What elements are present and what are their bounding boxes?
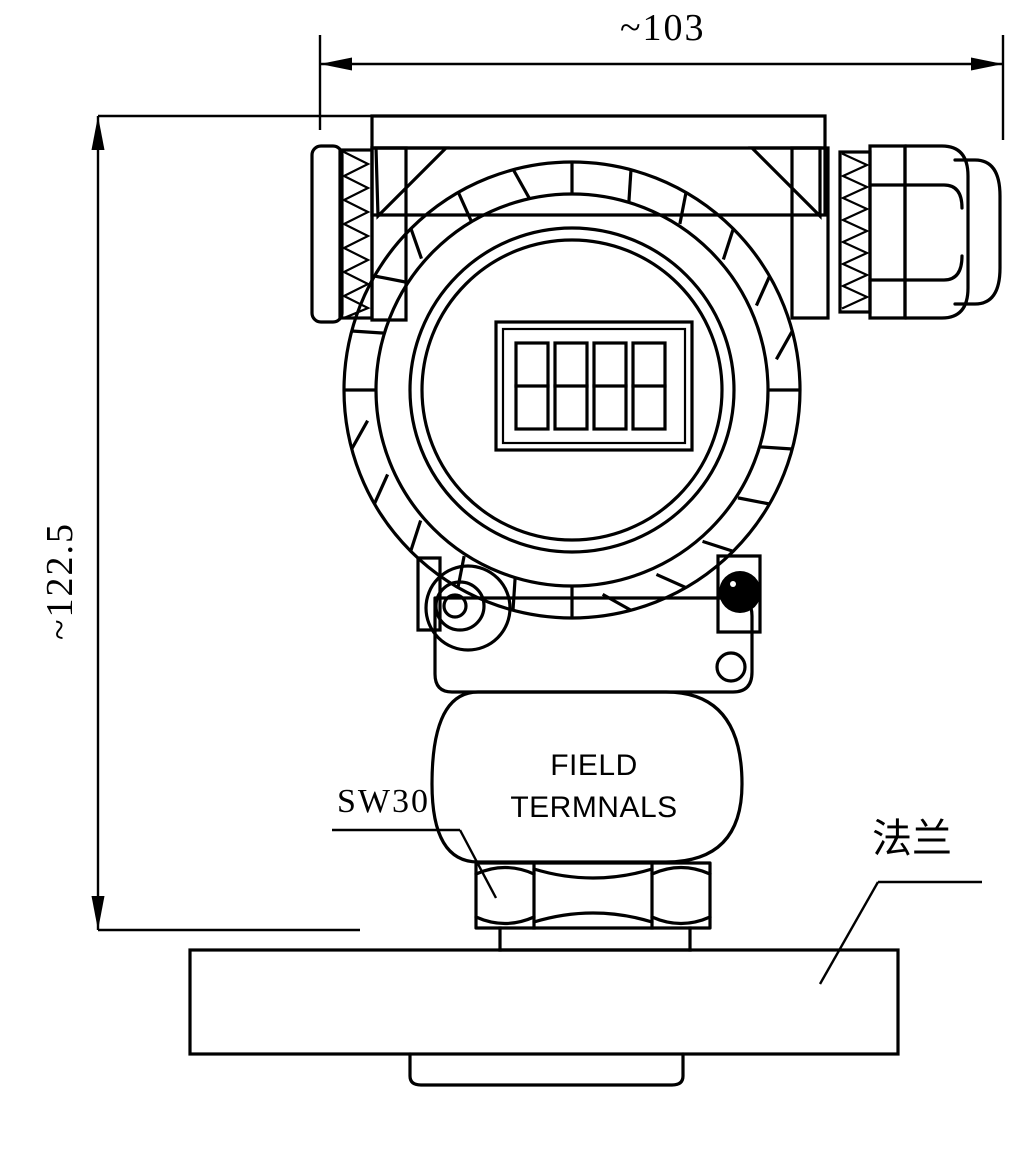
display-outer-frame xyxy=(494,320,694,452)
flange-raised-face xyxy=(408,1052,685,1087)
field-terminals-barrel: FIELD TERMNALS xyxy=(430,690,744,864)
housing-gusset-left xyxy=(374,146,450,220)
hex-chamfer-arc-bl xyxy=(474,915,536,926)
height-dim-arrow-bottom xyxy=(91,896,105,930)
gland-outer-cap xyxy=(953,158,1002,306)
field-terminals-line2: TERMNALS xyxy=(510,791,677,824)
width-dim-arrow-left xyxy=(320,57,352,71)
display-digit xyxy=(514,341,550,431)
display-digit xyxy=(592,341,628,431)
flange-leader-slant xyxy=(818,881,880,985)
gland-thread-hatch xyxy=(840,152,870,310)
field-terminals-line1: FIELD xyxy=(550,749,638,782)
zero-adjust-screw xyxy=(442,593,468,619)
housing-gusset-right xyxy=(748,146,822,220)
housing-neck-bracket xyxy=(416,554,762,694)
hex-nut-body xyxy=(474,861,712,930)
hex-chamfer-arc-bc xyxy=(532,911,654,924)
height-dimension-group: ~122.5 xyxy=(39,114,372,932)
display-inner-frame xyxy=(501,327,687,445)
hex-chamfer-arc-tc xyxy=(532,867,654,880)
width-dim-arrow-right xyxy=(971,57,1003,71)
zero-adjust-boss-mid xyxy=(434,580,486,632)
right-plug-housing xyxy=(716,554,762,634)
sw30-leader-slant xyxy=(458,829,498,899)
display-digit xyxy=(631,341,667,431)
left-port-thread-hatch xyxy=(341,150,371,320)
housing-right-body xyxy=(790,146,830,320)
hex-chamfer-arc-tl xyxy=(474,865,536,876)
bracket-tab-left xyxy=(416,556,442,632)
sw30-callout: SW30 xyxy=(332,783,498,899)
bezel-outer-circle xyxy=(408,226,736,554)
vent-hole xyxy=(715,651,747,683)
left-port-end-cap xyxy=(310,144,344,324)
width-dimension-group: ~103 xyxy=(318,7,1005,140)
height-dim-arrow-top xyxy=(91,116,105,150)
flange-callout: 法兰 xyxy=(818,816,982,985)
flange-label-cn: 法兰 xyxy=(872,816,952,862)
flange-plate xyxy=(188,948,900,1056)
bezel-inner-circle xyxy=(420,238,724,542)
width-dimension-label: ~103 xyxy=(620,7,706,49)
mounting-flange xyxy=(188,948,900,1087)
display-digit xyxy=(553,341,589,431)
security-screw-plug xyxy=(719,571,761,613)
plug-highlight xyxy=(730,581,736,587)
hex-chamfer-arc-br xyxy=(650,915,712,926)
lcd-display-window xyxy=(494,320,694,452)
right-cable-gland xyxy=(838,144,1002,320)
display-cover-ring xyxy=(342,160,802,620)
gland-hex-body xyxy=(903,144,970,320)
left-conduit-port xyxy=(310,144,374,324)
height-dimension-label: ~122.5 xyxy=(39,522,81,640)
zero-adjust-boss-outer xyxy=(424,564,512,652)
sw30-label: SW30 xyxy=(337,783,430,820)
hex-chamfer-arc-tr xyxy=(650,865,712,876)
